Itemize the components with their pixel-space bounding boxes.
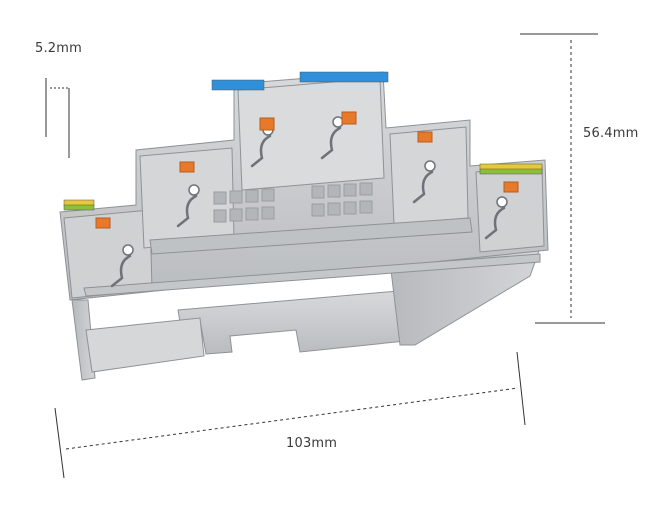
marker-top-blue-2 [299, 71, 389, 83]
clamp-2 [176, 194, 198, 228]
push-buttons [95, 111, 519, 229]
clamp-pivots [122, 116, 508, 256]
rail-clip [177, 289, 416, 355]
clamp-3 [250, 134, 272, 168]
height-dimension-label: 56.4mm [583, 126, 639, 141]
mounting-foot [71, 299, 96, 381]
push-button-5 [417, 131, 433, 143]
push-button-3 [259, 117, 275, 131]
inner-rail-lower [83, 253, 541, 297]
clamp-4 [320, 126, 342, 160]
terminal-block [59, 71, 549, 381]
length-dim-right [516, 351, 526, 426]
length-dim-left [54, 407, 65, 479]
marker-top-blue-1 [211, 79, 265, 91]
push-button-2 [179, 161, 195, 173]
marker-left-green [63, 204, 95, 211]
clamp-6 [484, 206, 506, 240]
push-button-6 [503, 181, 519, 193]
width-dimension-label: 5.2mm [35, 41, 83, 56]
push-button-1 [95, 217, 111, 229]
clamp-1 [110, 254, 132, 288]
inner-rail [149, 217, 473, 255]
center-grid [213, 182, 373, 223]
clamp-5 [412, 170, 434, 204]
push-button-4 [341, 111, 357, 125]
dimension-lines [45, 33, 605, 479]
top-markers [63, 71, 543, 211]
marker-right-green [479, 168, 543, 175]
foot-bar [85, 317, 205, 373]
length-dim-diagonal [65, 387, 519, 450]
spring-clamps [110, 126, 506, 288]
level-3-housing [237, 77, 385, 191]
length-dimension-label: 103mm [286, 436, 338, 451]
